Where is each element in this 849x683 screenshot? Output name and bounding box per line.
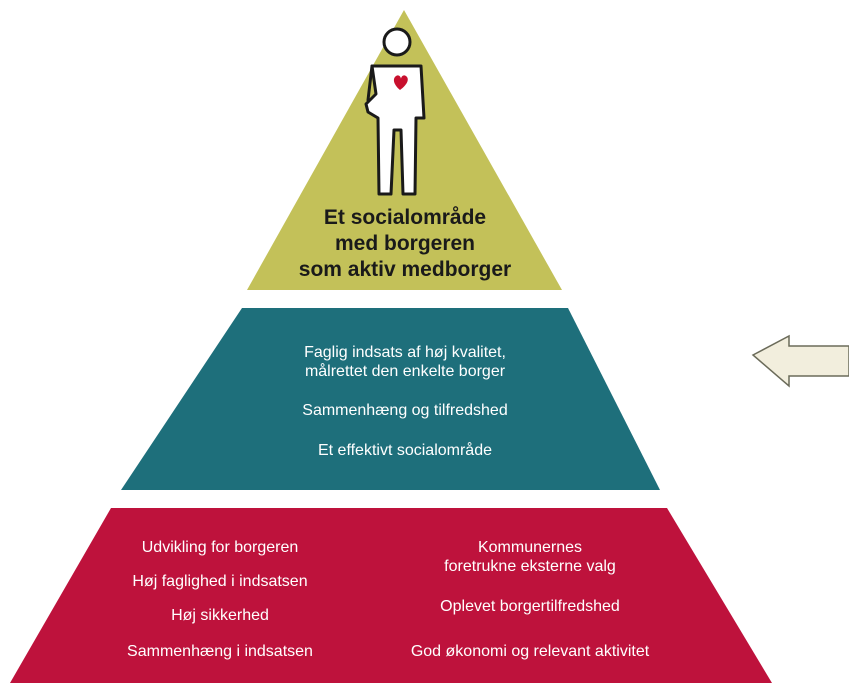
pyramid-middle-tier: [121, 308, 660, 490]
middle-tier-item-2: Sammenhæng og tilfredshed: [302, 402, 508, 419]
bottom-tier-right-item-3: God økonomi og relevant aktivitet: [410, 643, 650, 660]
pyramid-bottom-tier: [10, 508, 772, 683]
middle-tier-item-3: Et effektivt socialområde: [317, 442, 492, 459]
bottom-tier-left-item-2: Høj faglighed i indsatsen: [132, 573, 308, 590]
bottom-tier-right-item-1-line-2: foretrukne eksterne valg: [444, 558, 616, 575]
bottom-tier-right-item-1-line-1: Kommunernes: [477, 539, 583, 556]
middle-tier-item-1-line-2: målrettet den enkelte borger: [304, 363, 506, 380]
bottom-tier-left-item-1: Udvikling for borgeren: [141, 539, 299, 556]
bottom-tier-right-item-2: Oplevet borgertilfredshed: [440, 598, 620, 615]
middle-tier-item-1-line-1: Faglig indsats af høj kvalitet,: [304, 344, 506, 361]
bottom-tier-left-item-4: Sammenhæng i indsatsen: [127, 643, 313, 660]
person-icon: [364, 27, 426, 196]
bottom-tier-left-item-3: Høj sikkerhed: [171, 607, 269, 624]
top-tier-title-line-3: som aktiv medborger: [298, 258, 512, 281]
left-arrow-icon: [751, 334, 849, 388]
heart-icon: [393, 75, 408, 90]
top-tier-title-line-1: Et socialområde: [323, 206, 487, 229]
top-tier-title-line-2: med borgeren: [334, 232, 476, 255]
